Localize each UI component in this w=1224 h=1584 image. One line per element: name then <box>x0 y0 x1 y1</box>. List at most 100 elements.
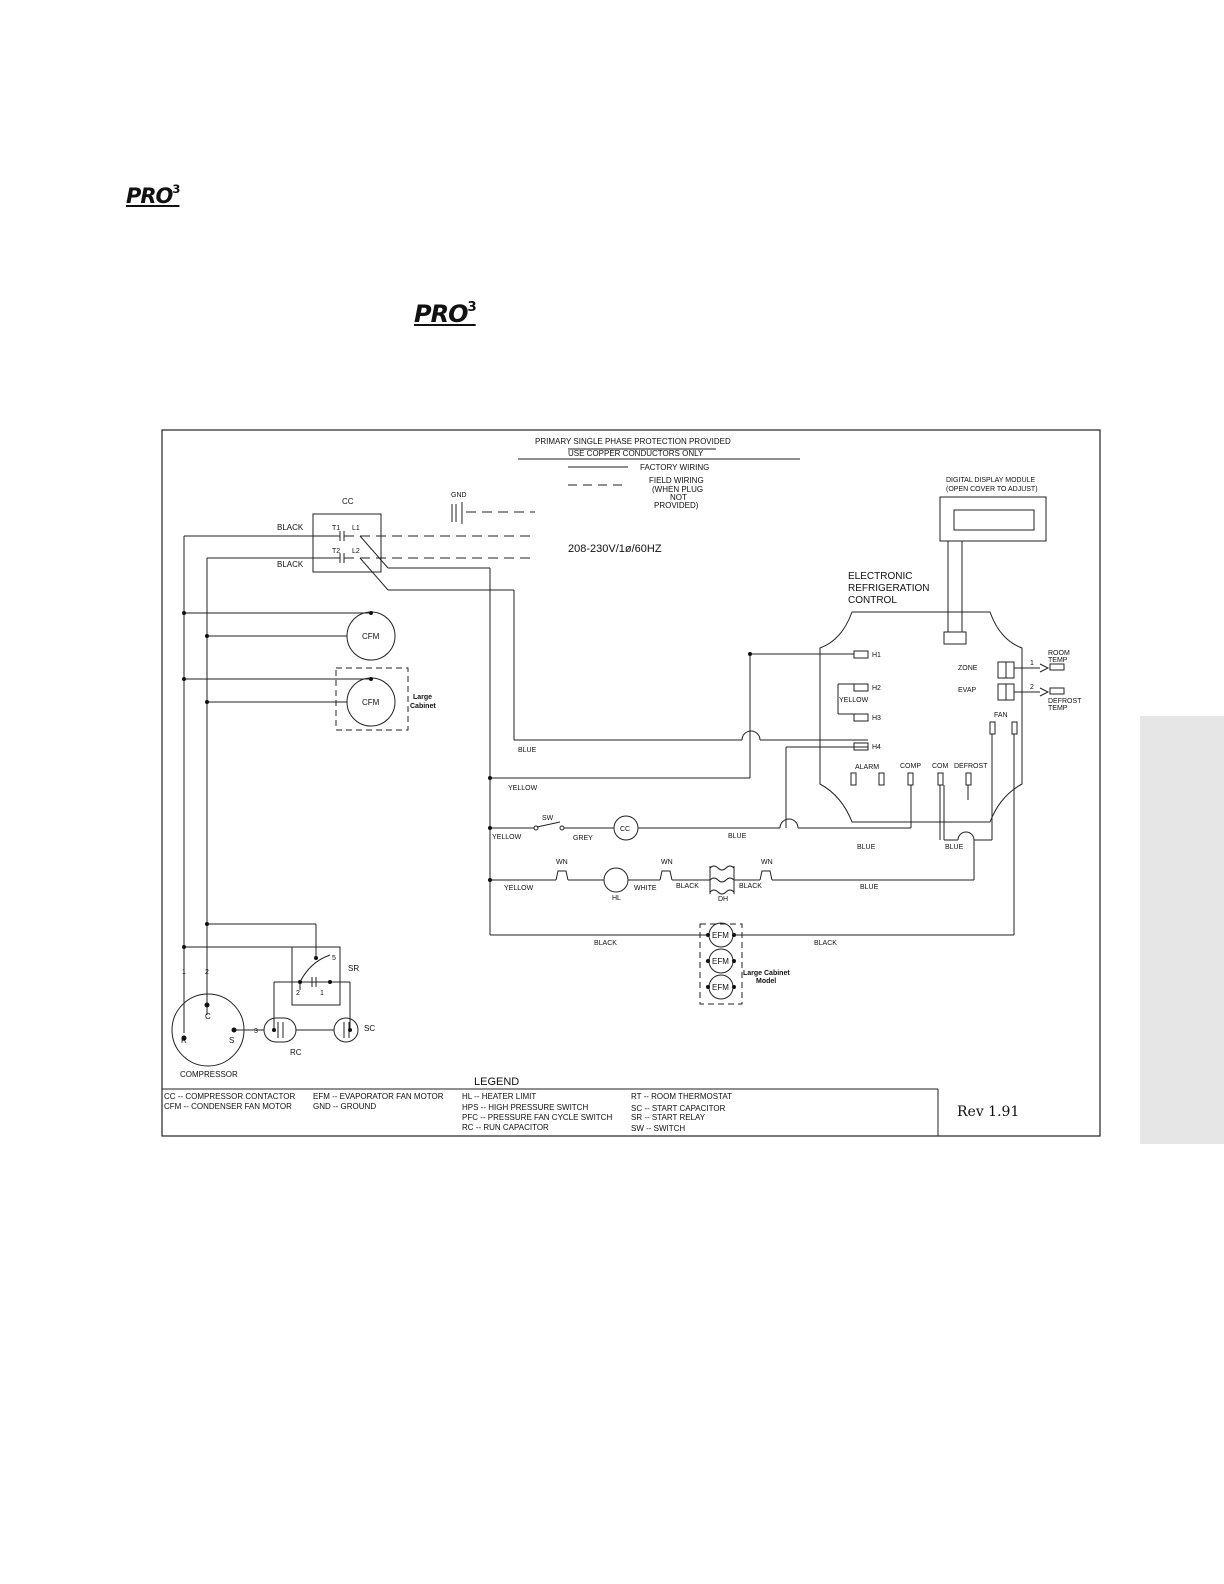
legend-title: LEGEND <box>474 1076 519 1088</box>
fan-label: FAN <box>994 712 1008 719</box>
svg-text:TEMP: TEMP <box>1048 705 1068 712</box>
svg-text:NOT: NOT <box>670 493 687 502</box>
rc-label: RC <box>290 1048 302 1057</box>
control-title: ELECTRONIC <box>848 571 912 582</box>
svg-text:CONTROL: CONTROL <box>848 595 897 606</box>
compressor-label: COMPRESSOR <box>180 1070 238 1079</box>
svg-text:BLACK: BLACK <box>594 940 617 947</box>
zone-label: ZONE <box>958 665 978 672</box>
svg-text:SR -- START RELAY: SR -- START RELAY <box>631 1113 706 1122</box>
heater-limit <box>603 867 629 893</box>
svg-text:BLACK: BLACK <box>277 523 304 532</box>
factory-wiring-label: FACTORY WIRING <box>640 463 709 472</box>
room-temp-label: ROOM <box>1048 650 1070 657</box>
svg-text:YELLOW: YELLOW <box>508 785 538 792</box>
svg-text:1: 1 <box>182 969 186 976</box>
svg-text:Large: Large <box>413 694 432 701</box>
svg-text:C: C <box>205 1012 211 1021</box>
svg-text:Large Cabinet: Large Cabinet <box>743 970 790 977</box>
defrost-temp-label: DEFROST <box>1048 698 1082 705</box>
svg-text:PROVIDED): PROVIDED) <box>654 501 699 510</box>
brand-logo-top: PRO3 <box>126 182 180 208</box>
svg-text:CC: CC <box>620 826 630 833</box>
svg-text:TEMP: TEMP <box>1048 657 1068 664</box>
svg-text:T2: T2 <box>332 548 340 555</box>
side-tab <box>1140 716 1224 1144</box>
svg-text:EFM: EFM <box>712 957 729 966</box>
svg-text:GND -- GROUND: GND -- GROUND <box>313 1102 376 1111</box>
svg-text:BLACK: BLACK <box>814 940 837 947</box>
svg-text:BLUE: BLUE <box>945 844 964 851</box>
svg-text:RC -- RUN CAPACITOR: RC -- RUN CAPACITOR <box>462 1123 549 1132</box>
svg-text:1: 1 <box>1030 660 1034 667</box>
svg-text:T1: T1 <box>332 525 340 532</box>
svg-text:EFM: EFM <box>712 983 729 992</box>
alarm-label: ALARM <box>855 764 879 771</box>
svg-text:BLUE: BLUE <box>728 833 747 840</box>
com-label: COM <box>932 763 949 770</box>
contactor-label: CC <box>342 497 354 506</box>
svg-text:RT -- ROOM THERMOSTAT: RT -- ROOM THERMOSTAT <box>631 1092 732 1101</box>
svg-text:REFRIGERATION: REFRIGERATION <box>848 583 929 594</box>
terminal-h1: H1 <box>872 652 881 659</box>
svg-text:5: 5 <box>332 955 336 962</box>
revision-label: Rev 1.91 <box>957 1104 1019 1120</box>
heater-limit-wn-3 <box>759 870 773 881</box>
terminal-h4: H4 <box>872 744 881 751</box>
svg-text:EFM -- EVAPORATOR FAN MOTOR: EFM -- EVAPORATOR FAN MOTOR <box>313 1092 444 1101</box>
svg-text:GREY: GREY <box>573 835 593 842</box>
terminal-h3: H3 <box>872 715 881 722</box>
svg-text:HPS -- HIGH PRESSURE SWITCH: HPS -- HIGH PRESSURE SWITCH <box>462 1103 588 1112</box>
svg-text:Cabinet: Cabinet <box>410 703 436 710</box>
svg-text:CFM -- CONDENSER FAN MOTOR: CFM -- CONDENSER FAN MOTOR <box>164 1102 292 1111</box>
svg-text:BLUE: BLUE <box>518 747 537 754</box>
sc-label: SC <box>364 1024 375 1033</box>
gnd-label: GND <box>451 492 467 499</box>
svg-text:SC -- START CAPACITOR: SC -- START CAPACITOR <box>631 1104 726 1113</box>
svg-text:BLUE: BLUE <box>857 844 876 851</box>
evap-label: EVAP <box>958 687 976 694</box>
svg-text:S: S <box>229 1036 234 1045</box>
svg-text:2: 2 <box>1030 684 1034 691</box>
compressor-contactor <box>312 513 382 573</box>
header-protection: PRIMARY SINGLE PHASE PROTECTION PROVIDED <box>535 437 731 446</box>
svg-text:(WHEN PLUG: (WHEN PLUG <box>652 485 703 494</box>
svg-text:SW -- SWITCH: SW -- SWITCH <box>631 1124 685 1133</box>
dh-label: DH <box>718 896 728 903</box>
switch <box>536 821 561 828</box>
digital-display-module <box>939 496 1047 542</box>
defrost-label: DEFROST <box>954 763 988 770</box>
svg-text:3: 3 <box>254 1028 258 1035</box>
svg-text:2: 2 <box>205 969 209 976</box>
svg-text:Model: Model <box>756 978 776 985</box>
svg-text:WHITE: WHITE <box>634 885 657 892</box>
terminal-h2: H2 <box>872 685 881 692</box>
svg-text:YELLOW: YELLOW <box>839 697 869 704</box>
heater-limit-wn-2 <box>659 870 673 881</box>
svg-text:WN: WN <box>556 859 568 866</box>
diagram-frame <box>161 429 1101 1137</box>
svg-text:HL -- HEATER LIMIT: HL -- HEATER LIMIT <box>462 1092 536 1101</box>
svg-text:BLACK: BLACK <box>676 883 699 890</box>
brand-logo-center: PRO3 <box>414 300 477 328</box>
voltage-label: 208-230V/1ø/60HZ <box>568 543 662 555</box>
field-wiring-label: FIELD WIRING <box>649 476 704 485</box>
svg-text:BLACK: BLACK <box>739 883 762 890</box>
svg-text:CC -- COMPRESSOR CONTACTOR: CC -- COMPRESSOR CONTACTOR <box>164 1092 295 1101</box>
svg-text:WN: WN <box>661 859 673 866</box>
svg-text:EFM: EFM <box>712 931 729 940</box>
sr-label: SR <box>348 964 359 973</box>
electronic-refrigeration-control <box>819 611 1023 823</box>
start-capacitor <box>333 1017 359 1043</box>
svg-text:WN: WN <box>761 859 773 866</box>
svg-text:YELLOW: YELLOW <box>492 834 522 841</box>
svg-text:CFM: CFM <box>362 632 380 641</box>
sw-label: SW <box>542 815 554 822</box>
svg-text:PFC -- PRESSURE FAN CYCLE SWIT: PFC -- PRESSURE FAN CYCLE SWITCH <box>462 1113 612 1122</box>
svg-text:L2: L2 <box>352 548 360 555</box>
svg-text:2: 2 <box>296 990 300 997</box>
svg-text:CFM: CFM <box>362 698 380 707</box>
hl-label: HL <box>612 895 621 902</box>
comp-label: COMP <box>900 763 921 770</box>
